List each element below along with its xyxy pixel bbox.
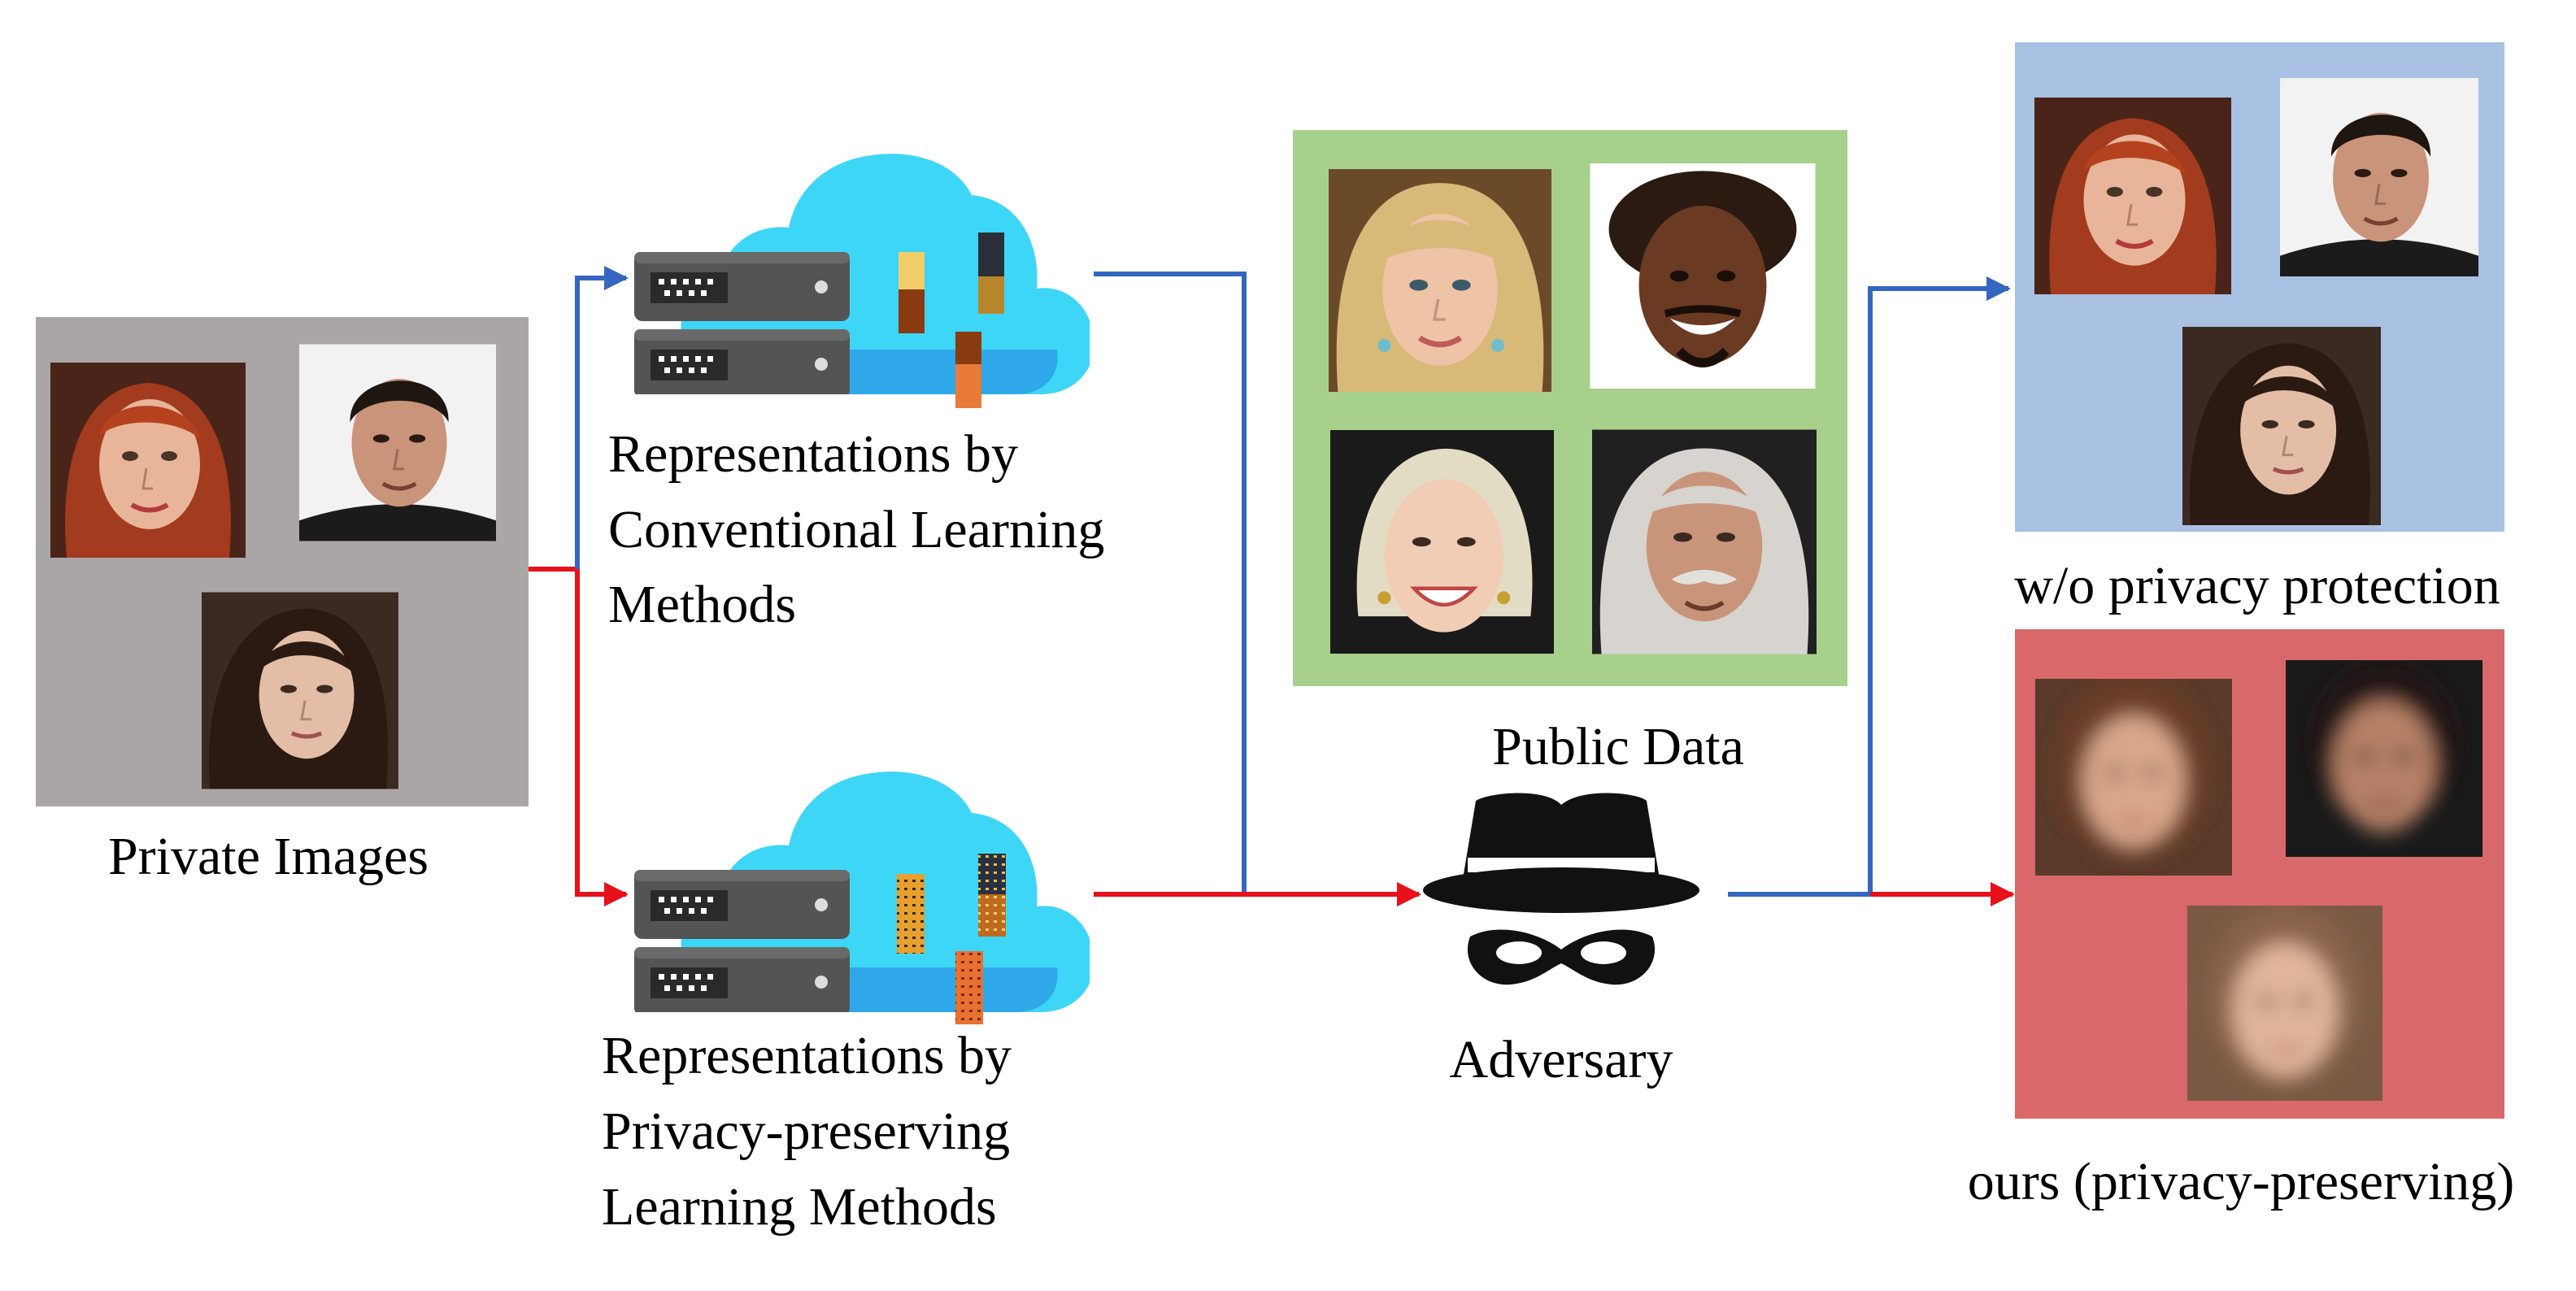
conventional-label-line-1: Representations by bbox=[608, 424, 1018, 484]
ours-panel bbox=[2015, 629, 2504, 1119]
dark-haired-man-face bbox=[299, 345, 496, 541]
smiling-blonde-woman-face bbox=[1330, 430, 1554, 654]
privacy-preserving-label-line-2: Privacy-preserving bbox=[602, 1102, 1010, 1161]
public-data-panel bbox=[1293, 130, 1847, 686]
reconstructed-dark-haired-man-face bbox=[2280, 78, 2478, 276]
blurred-face-2 bbox=[2286, 660, 2482, 857]
privacy-preserving-label: Representations by Privacy-preserving Le… bbox=[602, 1026, 1012, 1237]
smiling-bearded-man-face bbox=[1590, 163, 1816, 389]
blue-arrow-conventional-to-adversary bbox=[1094, 272, 1247, 894]
ours-label: ours (privacy-preserving) bbox=[1968, 1152, 2515, 1211]
adversary-label: Adversary bbox=[1450, 1030, 1673, 1089]
blurred-face-1 bbox=[2035, 679, 2232, 876]
conventional-cloud-server-icon bbox=[634, 154, 1090, 408]
reconstructed-red-haired-woman-face bbox=[2034, 98, 2231, 294]
private-images-panel bbox=[36, 317, 529, 806]
red-arrow-to-privacy-preserving bbox=[529, 567, 629, 906]
reconstructed-dark-haired-woman-face bbox=[2182, 327, 2381, 525]
private-images-label: Private Images bbox=[108, 827, 429, 886]
conventional-label: Representations by Conventional Learning… bbox=[608, 424, 1104, 634]
without-protection-panel bbox=[2015, 42, 2504, 532]
dark-haired-woman-face bbox=[202, 593, 398, 789]
blue-arrow-to-without-protection bbox=[1728, 276, 2011, 897]
without-protection-label: w/o privacy protection bbox=[2014, 556, 2500, 615]
spy-hat-mask-icon bbox=[1423, 793, 1699, 985]
privacy-preserving-label-line-3: Learning Methods bbox=[602, 1177, 997, 1237]
public-data-label: Public Data bbox=[1492, 717, 1744, 776]
red-haired-woman-face bbox=[50, 363, 246, 558]
privacy-preserving-label-line-1: Representations by bbox=[602, 1026, 1012, 1085]
blurred-face-3 bbox=[2187, 906, 2382, 1101]
privacy-preserving-cloud-server-icon bbox=[634, 772, 1090, 1024]
conventional-label-line-2: Conventional Learning bbox=[608, 500, 1104, 559]
conventional-label-line-3: Methods bbox=[608, 575, 796, 634]
blue-arrow-to-conventional bbox=[575, 266, 629, 569]
blonde-woman-face bbox=[1329, 169, 1551, 392]
gray-haired-man-face bbox=[1592, 430, 1817, 654]
